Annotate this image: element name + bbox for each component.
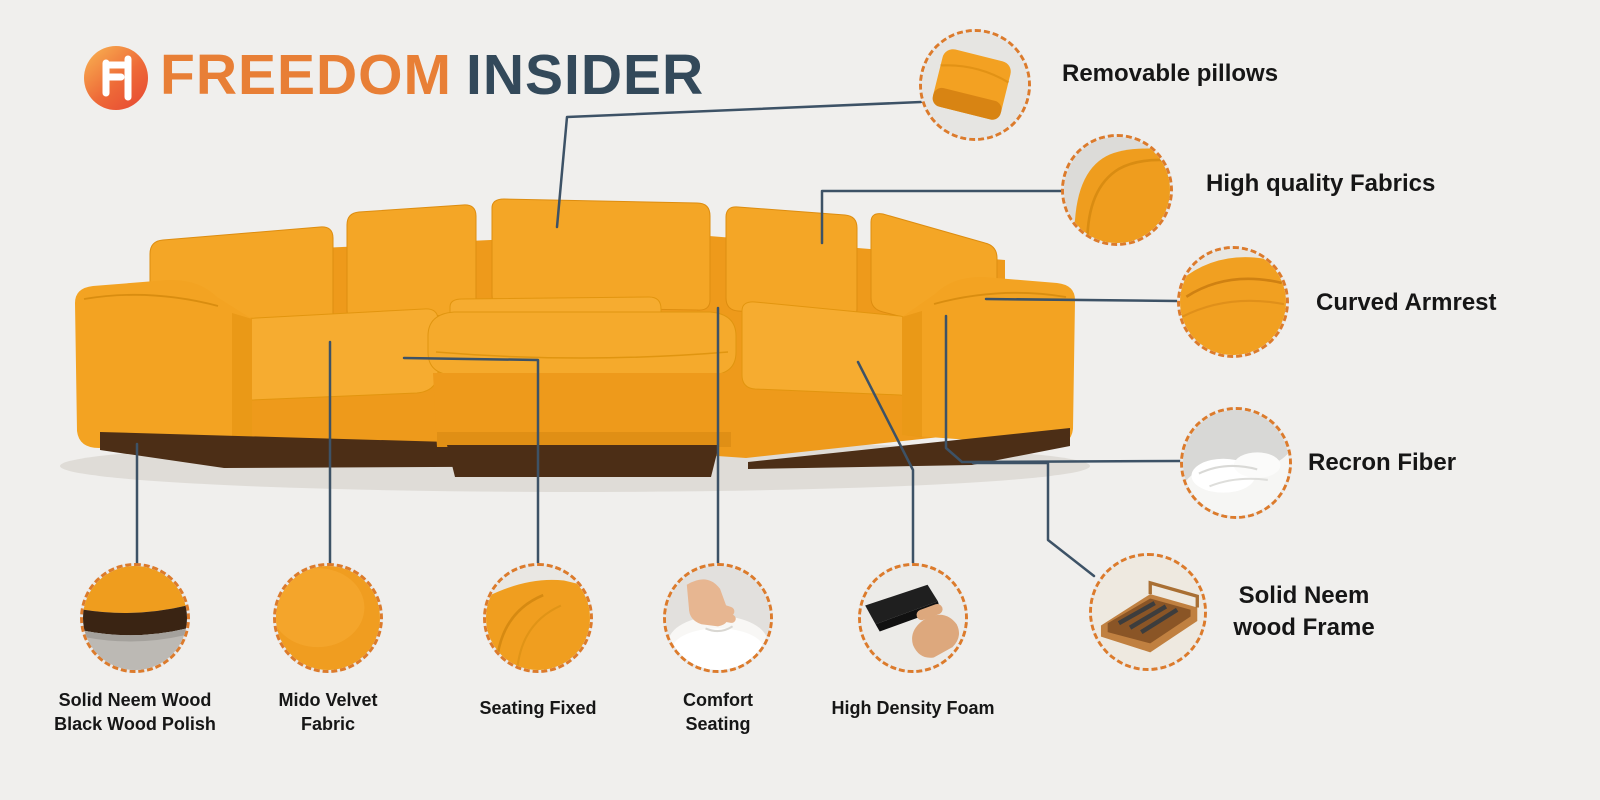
label-comfort-seating: Comfort Seating: [683, 690, 753, 735]
brand-title-freedom: FREEDOM: [160, 43, 452, 107]
label-high-density-foam: High Density Foam: [831, 698, 995, 718]
armrest-photo-icon: [1180, 249, 1286, 355]
callout-photo-mido-velvet: [273, 563, 383, 673]
foam-photo-icon: [861, 566, 965, 670]
wood-frame-photo-icon: [1092, 556, 1204, 668]
callout-photo-seating-fixed: [483, 563, 593, 673]
connector-seating-fixed: [402, 356, 540, 565]
freedom-logo: [84, 46, 148, 110]
pillow-photo-icon: [922, 32, 1028, 138]
callout-photo-high-density-foam: [858, 563, 968, 673]
connector-high-quality-fabrics: [820, 189, 1064, 245]
label-curved-armrest: Curved Armrest: [1316, 289, 1497, 316]
callout-photo-recron-fiber: [1180, 407, 1292, 519]
velvet-photo-icon: [276, 566, 380, 670]
callout-photo-curved-armrest: [1177, 246, 1289, 358]
comfort-photo-icon: [666, 566, 770, 670]
label-mido-velvet: Mido Velvet Fabric: [278, 690, 378, 735]
fiber-photo-icon: [1183, 410, 1289, 516]
callout-photo-high-quality-fabrics: [1061, 134, 1173, 246]
label-black-wood-polish: Solid Neem Wood Black Wood Polish: [54, 690, 216, 735]
connector-curved-armrest: [984, 297, 1180, 303]
label-high-quality-fabrics: High quality Fabrics: [1206, 170, 1436, 197]
connector-removable-pillows: [555, 100, 923, 229]
callout-photo-black-wood-polish: [80, 563, 190, 673]
label-wood-frame: Solid Neem wood Frame: [1233, 582, 1375, 642]
seating-photo-icon: [486, 566, 590, 670]
brand-title-insider: INSIDER: [466, 43, 705, 107]
connector-high-density-foam: [856, 360, 915, 565]
callout-photo-comfort-seating: [663, 563, 773, 673]
label-removable-pillows: Removable pillows: [1062, 60, 1279, 87]
freedom-logo-icon: [102, 55, 132, 101]
label-seating-fixed: Seating Fixed: [479, 698, 597, 718]
wood-polish-photo-icon: [83, 566, 187, 670]
connector-wood-frame: [971, 461, 1096, 578]
label-recron-fiber: Recron Fiber: [1308, 449, 1457, 476]
fabric-photo-icon: [1064, 137, 1170, 243]
callout-photo-removable-pillows: [919, 29, 1031, 141]
connector-recron-fiber: [944, 314, 1183, 464]
callout-photo-wood-frame: [1089, 553, 1207, 671]
